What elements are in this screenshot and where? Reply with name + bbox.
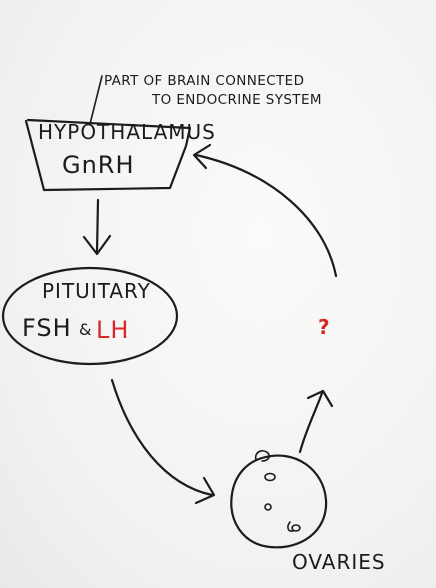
arrow-pituitary-to-ovaries: [110, 378, 214, 497]
ovaries-label: OVARIES: [292, 550, 386, 574]
gnrh-label: GnRH: [62, 151, 135, 179]
unknown-question-mark: ?: [318, 315, 330, 339]
arrow-hypothalamus-to-pituitary: [95, 198, 100, 254]
ampersand-label: &: [79, 320, 91, 339]
fsh-label: FSH: [22, 314, 72, 342]
follicle-2: [264, 503, 272, 511]
follicle-3-arc: [287, 521, 294, 532]
arrow-from-ovaries: [298, 391, 324, 454]
arrow-head-up: [306, 389, 334, 408]
hypothalamus-box: [24, 118, 192, 192]
arrow-head-down: [82, 234, 112, 256]
annotation-line-1: PART OF BRAIN CONNECTED: [104, 73, 304, 89]
arrow-head-to-hypothalamus: [192, 143, 212, 170]
ovary-circle: [230, 454, 328, 549]
ovary-bump: [254, 450, 270, 462]
annotation-pointer: [89, 75, 103, 125]
pituitary-ellipse: [1, 266, 179, 366]
pituitary-label: PITUITARY: [42, 279, 151, 303]
lh-label: LH: [96, 316, 129, 344]
hypothalamus-label: HYPOTHALAMUS: [38, 120, 216, 144]
follicle-3: [291, 524, 301, 532]
arrow-head-to-ovaries: [194, 476, 216, 505]
follicle-1: [264, 472, 276, 482]
arrow-feedback-to-hypothalamus: [194, 153, 338, 278]
annotation-line-2: TO ENDOCRINE SYSTEM: [151, 92, 322, 108]
